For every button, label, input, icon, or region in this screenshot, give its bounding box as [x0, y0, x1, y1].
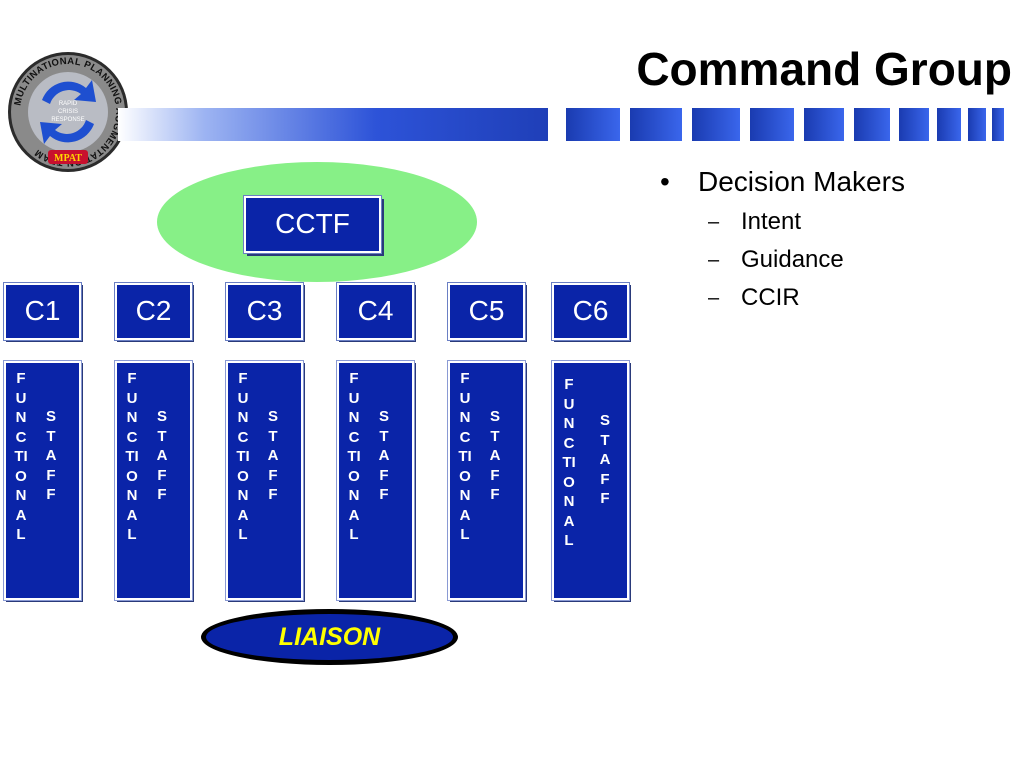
sub-bullet-text: Intent — [741, 208, 802, 235]
bullet-text: Decision Makers — [698, 166, 905, 197]
staff-label: STAFF — [599, 412, 611, 507]
functional-staff-column-c1: FUNCTIONAL STAFF — [3, 360, 82, 601]
title-banner — [118, 108, 1024, 141]
dash-icon: – — [708, 211, 720, 233]
bullet-list: • Decision Makers – Intent – Guidance – … — [660, 164, 905, 316]
sub-bullet-item: – Guidance — [660, 240, 905, 278]
staff-label: STAFF — [267, 408, 279, 503]
staff-label: STAFF — [489, 408, 501, 503]
svg-text:RESPONSE: RESPONSE — [51, 117, 84, 123]
slide-title: Command Group — [636, 43, 1012, 95]
mpat-logo: RAPID CRISIS RESPONSE MULTINATIONAL PLAN… — [8, 52, 128, 172]
bullet-item: • Decision Makers — [660, 164, 905, 202]
functional-staff-column-c2: FUNCTIONAL STAFF — [114, 360, 193, 601]
liaison-ellipse: LIAISON — [201, 609, 458, 665]
functional-label: FUNCTIONAL — [236, 370, 250, 543]
functional-label: FUNCTIONAL — [562, 376, 576, 549]
svg-text:RAPID: RAPID — [59, 101, 78, 107]
sub-bullet-text: Guidance — [741, 246, 844, 273]
staff-box-c1: C1 — [3, 282, 82, 341]
sub-bullet-text: CCIR — [741, 284, 800, 311]
dash-icon: – — [708, 249, 720, 271]
staff-box-c4: C4 — [336, 282, 415, 341]
functional-staff-column-c3: FUNCTIONAL STAFF — [225, 360, 304, 601]
bullet-dot-icon: • — [660, 166, 670, 197]
staff-box-c6: C6 — [551, 282, 630, 341]
functional-label: FUNCTIONAL — [125, 370, 139, 543]
svg-text:CRISIS: CRISIS — [58, 109, 78, 115]
functional-label: FUNCTIONAL — [14, 370, 28, 543]
sub-bullet-item: – Intent — [660, 202, 905, 240]
functional-label: FUNCTIONAL — [458, 370, 472, 543]
staff-box-c5: C5 — [447, 282, 526, 341]
functional-label: FUNCTIONAL — [347, 370, 361, 543]
functional-staff-column-c6: FUNCTIONAL STAFF — [551, 360, 630, 601]
staff-box-c2: C2 — [114, 282, 193, 341]
staff-box-c3: C3 — [225, 282, 304, 341]
functional-staff-column-c5: FUNCTIONAL STAFF — [447, 360, 526, 601]
dash-icon: – — [708, 287, 720, 309]
svg-text:MPAT: MPAT — [54, 153, 82, 164]
staff-label: STAFF — [156, 408, 168, 503]
staff-label: STAFF — [378, 408, 390, 503]
staff-label: STAFF — [45, 408, 57, 503]
cctf-box: CCTF — [243, 195, 382, 254]
sub-bullet-item: – CCIR — [660, 278, 905, 316]
functional-staff-column-c4: FUNCTIONAL STAFF — [336, 360, 415, 601]
